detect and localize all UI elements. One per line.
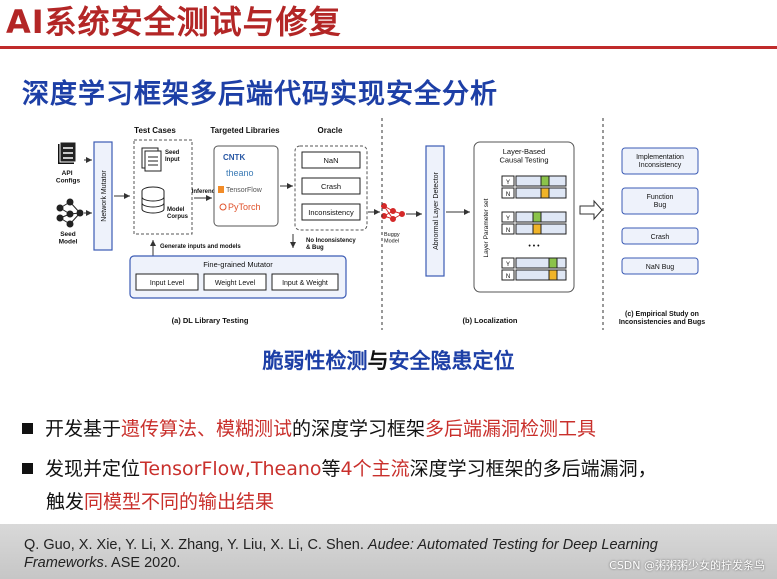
bullet-2-continuation: 触发同模型不同的输出结果 — [46, 488, 274, 516]
mutator-input-weight: Input & Weight — [282, 280, 328, 287]
targeted-libraries-header: Targeted Libraries — [210, 126, 280, 135]
oracle-header: Oracle — [318, 126, 343, 135]
oracle-crash: Crash — [321, 182, 341, 191]
bullet-1-seg-1: 遗传算法、模糊测试 — [121, 418, 293, 440]
bullet-2-seg-3: 4个主流 — [340, 458, 410, 480]
bullet-2-cont-1: 同模型不同的输出结果 — [84, 491, 275, 513]
reference-bar — [0, 524, 777, 579]
bullet-1-seg-3: 多后端漏洞检测工具 — [425, 418, 597, 440]
bullet-2-seg-2: 等 — [321, 458, 341, 480]
svg-text:N: N — [506, 228, 510, 234]
bullet-2-seg-4: 深度学习框架的多后端漏洞， — [409, 458, 657, 480]
causal-test-row-n2: N — [501, 223, 567, 235]
oracle-nan: NaN — [323, 156, 338, 165]
slide-title: AI系统安全测试与修复 — [6, 3, 342, 41]
reference-venue: . ASE 2020. — [103, 555, 181, 571]
caption-part1: 脆弱性检测 — [262, 349, 368, 373]
svg-text:Y: Y — [506, 262, 510, 268]
causal-test-row-y2: Y — [501, 211, 567, 223]
no-inconsistency-label: No Inconsistency& Bug — [306, 238, 356, 251]
library-tensorflow: TensorFlow — [226, 187, 263, 194]
bullet-2: 发现并定位TensorFlow,Theano等4个主流深度学习框架的多后端漏洞， — [22, 455, 657, 483]
buggy-model-icon — [381, 203, 405, 222]
causal-test-row-n1: N — [501, 187, 567, 199]
result-crash: Crash — [651, 234, 670, 241]
model-corpus-icon — [141, 186, 165, 214]
mutator-input-level: Input Level — [150, 280, 185, 287]
mutator-weight-level: Weight Level — [215, 280, 256, 287]
tensorflow-logo-icon — [218, 186, 224, 193]
pytorch-logo-icon — [219, 203, 227, 211]
library-pytorch: PyTorch — [228, 202, 261, 212]
svg-text:Y: Y — [506, 216, 510, 222]
reference-authors: Q. Guo, X. Xie, Y. Li, X. Zhang, Y. Liu,… — [24, 537, 368, 553]
csdn-watermark: CSDN @粥粥粥少女的拧发条鸟 — [609, 559, 765, 572]
seed-input-icon — [141, 147, 162, 172]
svg-text:N: N — [506, 274, 510, 280]
caption-joiner: 与 — [367, 349, 389, 373]
library-theano: theano — [226, 168, 254, 178]
bullet-square-icon — [22, 423, 33, 434]
test-cases-header: Test Cases — [134, 126, 176, 135]
caption-a: (a) DL Library Testing — [172, 316, 249, 325]
reference-title: Audee: Automated Testing for Deep Learni… — [24, 537, 658, 571]
svg-text:Y: Y — [506, 180, 510, 186]
bullet-1-seg-0: 开发基于 — [45, 418, 122, 440]
library-cntk: CNTK — [223, 153, 245, 162]
bullet-1: 开发基于遗传算法、模糊测试的深度学习框架多后端漏洞检测工具 — [22, 415, 596, 443]
bullet-2-seg-0: 发现并定位 — [45, 458, 141, 480]
generate-inputs-label: Generate inputs and models — [160, 244, 241, 250]
network-mutator-label: Network Mutator — [101, 170, 108, 222]
rows-ellipsis: • • • — [528, 243, 540, 250]
bullet-2-seg-1: TensorFlow,Theano — [140, 458, 322, 480]
api-configs-label: API Configs — [56, 170, 81, 184]
oracle-inconsistency: Inconsistency — [308, 208, 354, 217]
reference-citation: Q. Guo, X. Xie, Y. Li, X. Zhang, Y. Liu,… — [24, 536, 744, 572]
causal-test-row-y3: Y — [501, 257, 567, 269]
slide-subtitle: 深度学习框架多后端代码实现安全分析 — [22, 79, 498, 110]
caption-b: (b) Localization — [463, 316, 518, 325]
causal-test-row-n3: N — [501, 269, 567, 281]
diagram-caption: 脆弱性检测与安全隐患定位 — [0, 346, 777, 376]
abnormal-layer-detector-label: Abnormal Layer Detector — [433, 171, 440, 249]
svg-text:N: N — [506, 192, 510, 198]
title-divider — [0, 46, 777, 49]
seed-model-icon — [56, 198, 84, 228]
result-nan-bug: NaN Bug — [646, 264, 675, 271]
fine-grained-mutator-label: Fine-grained Mutator — [203, 260, 273, 269]
causal-test-row-y1: Y — [501, 175, 567, 187]
flow-arrow-icon — [579, 199, 603, 221]
bullet-1-seg-2: 的深度学习框架 — [292, 418, 426, 440]
caption-part2: 安全隐患定位 — [388, 349, 515, 373]
bullet-2-cont-0: 触发 — [46, 491, 85, 513]
api-configs-icon — [58, 141, 77, 164]
inference-label: Inference — [192, 189, 219, 195]
layer-parameter-set-label: Layer Parameter set — [483, 198, 490, 257]
bullet-square-icon — [22, 463, 33, 474]
